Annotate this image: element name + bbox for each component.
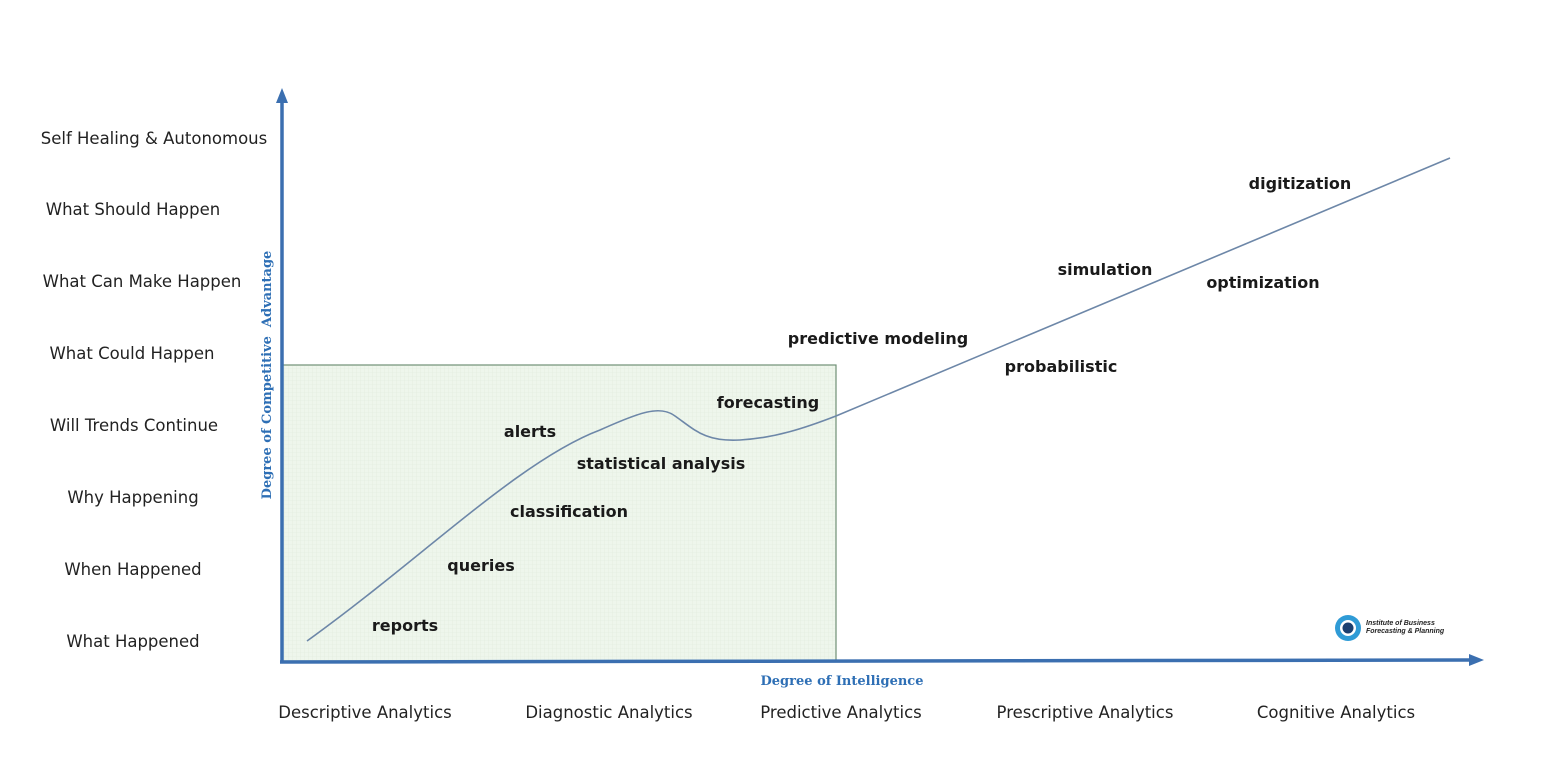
ibf-logo-text-line2: Forecasting & Planning: [1366, 628, 1445, 635]
y-axis-arrowhead: [276, 88, 288, 103]
label-predictive-modeling: predictive modeling: [788, 329, 968, 348]
x-axis-line: [279, 658, 1471, 664]
label-digitization: digitization: [1249, 174, 1352, 193]
label-optimization: optimization: [1206, 273, 1319, 292]
label-alerts: alerts: [504, 422, 556, 441]
x-category-label: Diagnostic Analytics: [525, 703, 692, 722]
label-reports: reports: [372, 616, 438, 635]
x-category-label: Prescriptive Analytics: [997, 703, 1174, 722]
y-level-label: Self Healing & Autonomous: [41, 129, 267, 148]
ibf-logo-core: [1342, 622, 1354, 634]
label-simulation: simulation: [1058, 260, 1153, 279]
x-axis-arrowhead: [1469, 654, 1484, 666]
ibf-logo: Institute of Business Forecasting & Plan…: [1335, 615, 1445, 641]
label-forecasting: forecasting: [717, 393, 819, 412]
y-level-label: Why Happening: [67, 488, 198, 507]
shaded-region-grid: [283, 366, 835, 660]
trend-curve: [306, 157, 1451, 642]
ibf-logo-text-line1: Institute of Business: [1366, 620, 1435, 627]
label-probabilistic: probabilistic: [1005, 357, 1118, 376]
y-level-label: What Happened: [66, 632, 199, 651]
y-level-label: When Happened: [64, 560, 201, 579]
x-axis-title: Degree of Intelligence: [761, 674, 924, 689]
label-statistical-analysis: statistical analysis: [577, 454, 746, 473]
y-level-label: What Should Happen: [46, 200, 220, 219]
y-axis-title: Degree of Competitive Advantage: [260, 251, 275, 500]
y-level-label: What Could Happen: [49, 344, 214, 363]
x-category-label: Descriptive Analytics: [278, 703, 452, 722]
y-level-label: Will Trends Continue: [50, 416, 218, 435]
y-level-label: What Can Make Happen: [43, 272, 242, 291]
x-category-label: Cognitive Analytics: [1257, 703, 1415, 722]
label-classification: classification: [510, 502, 628, 521]
x-category-label: Predictive Analytics: [760, 703, 922, 722]
label-queries: queries: [447, 556, 514, 575]
